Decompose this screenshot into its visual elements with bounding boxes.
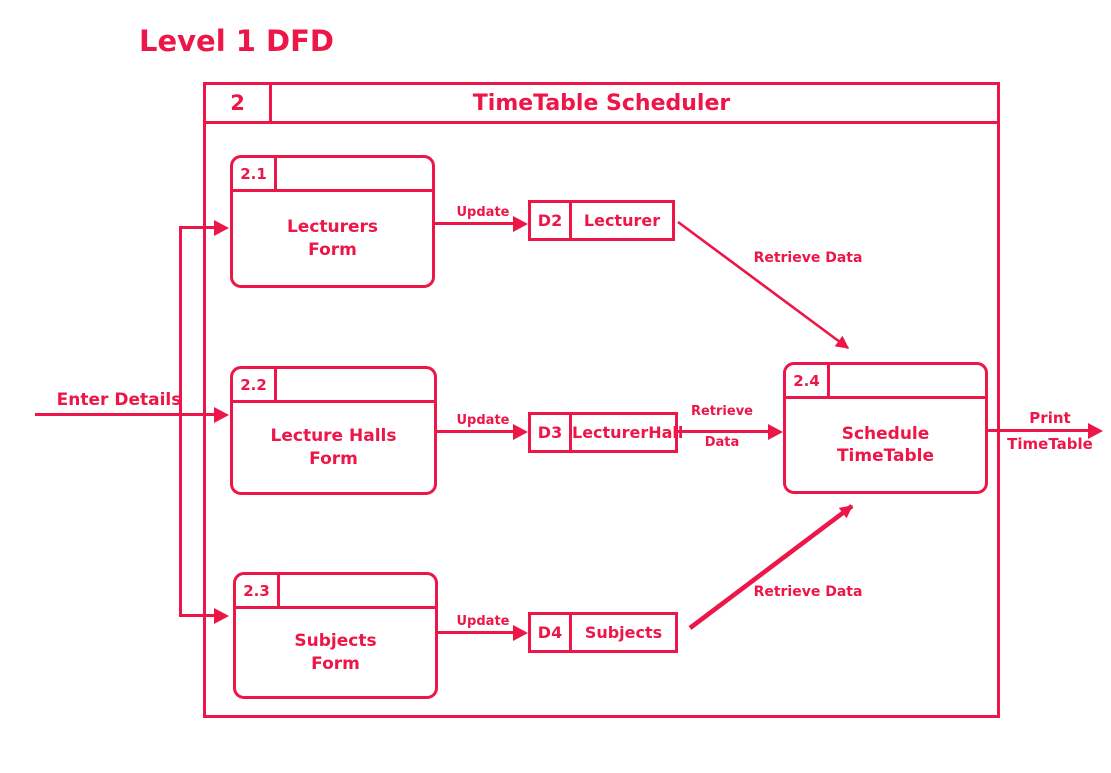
datastore-id: D2 <box>531 203 572 238</box>
update-lecture-halls-label: Update <box>456 413 510 428</box>
process-lecture-halls-form: 2.2 Lecture Halls Form <box>230 366 437 495</box>
system-name: TimeTable Scheduler <box>472 90 731 116</box>
process-subjects-form: 2.3 Subjects Form <box>233 572 438 699</box>
update-subjects-arrowhead <box>513 625 528 641</box>
process-id: 2.4 <box>786 365 830 396</box>
datastore-id: D4 <box>531 615 572 650</box>
process-label-line2: Form <box>308 239 357 260</box>
retrieve-subjects-label: Retrieve Data <box>753 584 863 600</box>
process-label-line2: Form <box>309 448 358 469</box>
process-id: 2.2 <box>233 369 277 400</box>
process-header: 2.2 <box>233 369 434 403</box>
retrieve-lecturerhall-label-line2: Data <box>704 435 740 450</box>
process-label-line2: Form <box>311 653 360 674</box>
process-header: 2.3 <box>236 575 435 609</box>
datastore-subjects: D4 Subjects <box>528 612 678 653</box>
update-lecture-halls-arrowhead <box>513 424 528 440</box>
process-label-line1: Lecture Halls <box>270 426 397 447</box>
branch-to-subjects-arrowhead <box>214 608 229 624</box>
process-schedule-timetable: 2.4 Schedule TimeTable <box>783 362 988 494</box>
enter-details-branch-line <box>179 226 182 616</box>
process-id: 2.3 <box>236 575 280 606</box>
process-label-line1: Subjects <box>294 631 377 652</box>
process-lecturers-form: 2.1 Lecturers Form <box>230 155 435 288</box>
branch-to-lecturers-line <box>179 226 215 229</box>
enter-details-label: Enter Details <box>56 390 182 410</box>
print-timetable-arrowhead <box>1088 423 1103 439</box>
process-label: Lecture Halls Form <box>233 403 434 492</box>
process-label-line2: TimeTable <box>836 446 935 466</box>
update-lecturers-line <box>434 222 514 225</box>
print-timetable-label-line1: Print <box>1029 409 1071 427</box>
process-label: Schedule TimeTable <box>786 399 985 491</box>
process-id: 2.1 <box>233 158 277 189</box>
print-timetable-line <box>988 429 1089 432</box>
process-label: Subjects Form <box>236 609 435 696</box>
process-header: 2.4 <box>786 365 985 399</box>
update-lecturers-label: Update <box>456 205 510 220</box>
enter-details-arrowhead <box>214 407 229 423</box>
update-subjects-line <box>437 631 514 634</box>
system-boundary-box: TimeTable Scheduler 2 <box>203 82 1000 718</box>
system-number: 2 <box>206 85 272 121</box>
datastore-name: Lecturer <box>583 211 661 230</box>
update-subjects-label: Update <box>456 614 510 629</box>
diagram-title: Level 1 DFD <box>139 24 334 58</box>
datastore-name: LecturerHall <box>572 423 684 442</box>
process-label: Lecturers Form <box>233 192 432 285</box>
retrieve-lecturerhall-arrowhead <box>768 424 783 440</box>
system-header: TimeTable Scheduler 2 <box>206 85 997 124</box>
process-label-line1: Lecturers <box>286 217 379 238</box>
datastore-lecturerhall: D3 LecturerHall <box>528 412 683 453</box>
branch-to-subjects-line <box>179 614 215 617</box>
print-timetable-label-line2: TimeTable <box>1007 435 1093 453</box>
update-lecture-halls-line <box>437 430 514 433</box>
retrieve-lecturerhall-label-line1: Retrieve <box>690 404 754 419</box>
datastore-id: D3 <box>531 415 572 450</box>
process-label-line1: Schedule <box>841 423 930 444</box>
enter-details-line <box>35 413 215 416</box>
retrieve-lecturerhall-line <box>678 430 770 433</box>
process-header: 2.1 <box>233 158 432 192</box>
datastore-name: Subjects <box>584 623 663 642</box>
branch-to-lecturers-arrowhead <box>214 220 229 236</box>
update-lecturers-arrowhead <box>513 216 528 232</box>
datastore-lecturer: D2 Lecturer <box>528 200 675 241</box>
retrieve-lecturer-label: Retrieve Data <box>753 250 863 266</box>
